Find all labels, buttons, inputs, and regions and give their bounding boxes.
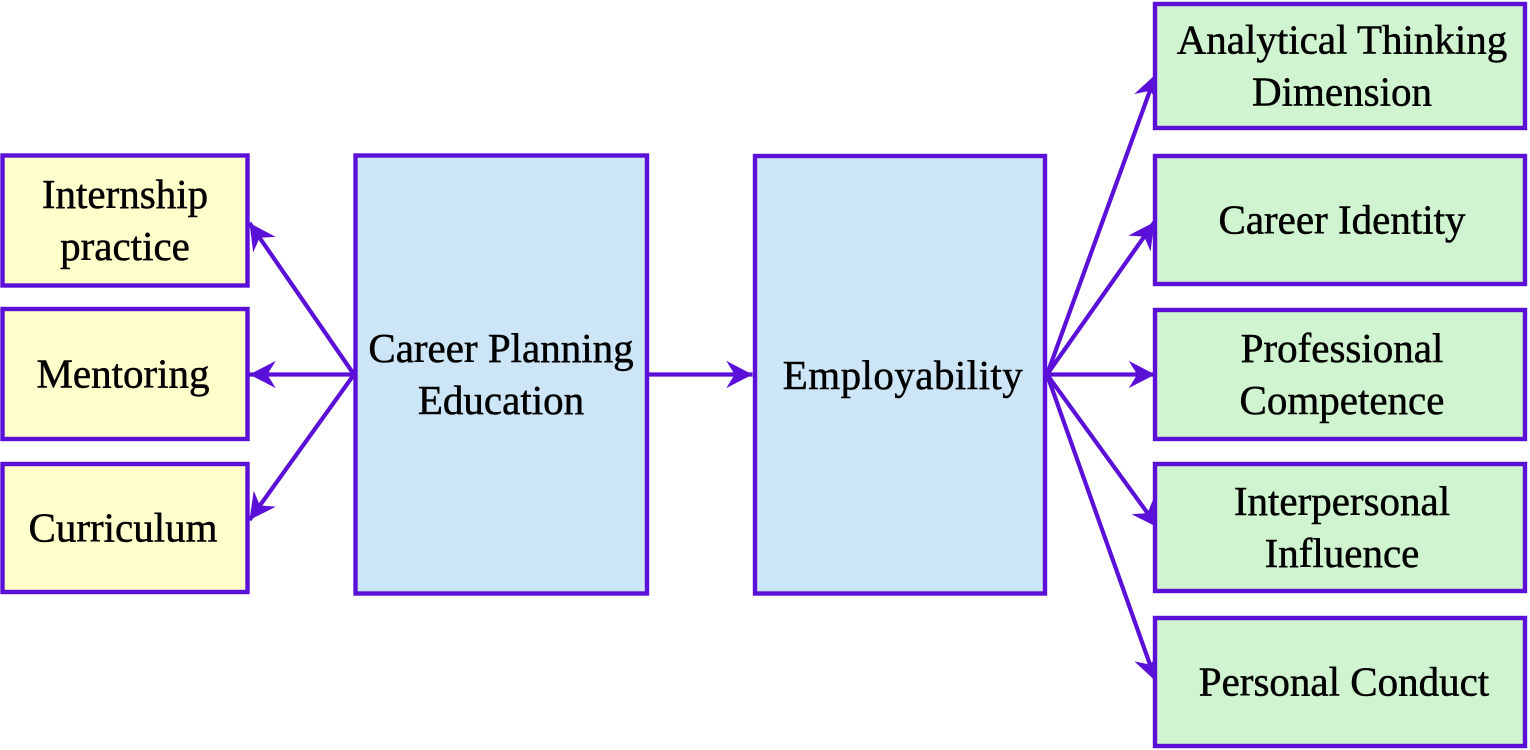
svg-text:Employability: Employability (783, 352, 1023, 398)
svg-text:Mentoring: Mentoring (36, 351, 209, 397)
svg-text:Analytical Thinking: Analytical Thinking (1177, 17, 1508, 63)
svg-text:Education: Education (418, 377, 584, 423)
svg-text:Internship: Internship (42, 171, 208, 217)
svg-text:Professional: Professional (1241, 325, 1444, 371)
svg-text:Dimension: Dimension (1252, 69, 1432, 115)
svg-text:Interpersonal: Interpersonal (1234, 478, 1450, 524)
svg-text:Curriculum: Curriculum (28, 505, 217, 551)
svg-text:Career Planning: Career Planning (368, 325, 633, 371)
svg-text:Career Identity: Career Identity (1218, 197, 1466, 243)
svg-text:Influence: Influence (1265, 530, 1420, 576)
svg-text:Personal Conduct: Personal Conduct (1199, 659, 1490, 705)
svg-text:practice: practice (60, 223, 190, 269)
svg-text:Competence: Competence (1240, 377, 1445, 423)
